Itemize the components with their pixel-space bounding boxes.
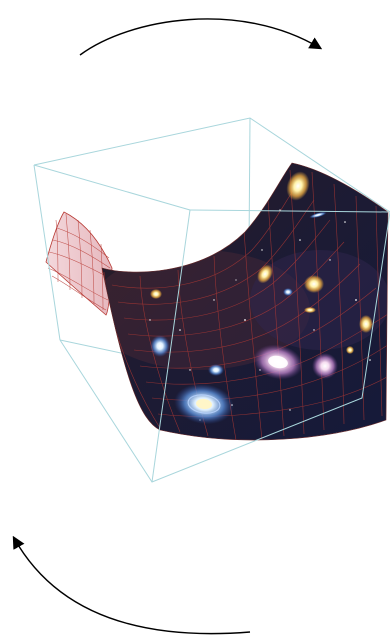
galaxy-icon: [257, 264, 273, 284]
galaxy-icon: [283, 288, 293, 296]
galaxy-icon: [286, 171, 310, 201]
rotate-clockwise-arrow-icon[interactable]: [79, 18, 323, 56]
galaxy-icon: [150, 335, 170, 357]
galaxy-icon: [359, 315, 373, 333]
saddle-galaxy-surface: [101, 162, 389, 441]
rotate-counterclockwise-arrow-icon[interactable]: [12, 535, 251, 635]
galaxy-icon: [150, 289, 162, 299]
galaxy-icon: [253, 344, 303, 380]
bounding-box-front: [33, 164, 390, 483]
galaxy-icon: [304, 307, 316, 313]
galaxy-icon: [346, 346, 354, 354]
galaxy-icon: [312, 353, 338, 379]
galaxy-icon: [208, 364, 224, 376]
galaxy-icon: [174, 383, 234, 425]
saddle-back-lobe: [45, 211, 113, 316]
galaxy-icon: [304, 275, 324, 293]
galaxy-icon: [309, 211, 327, 219]
